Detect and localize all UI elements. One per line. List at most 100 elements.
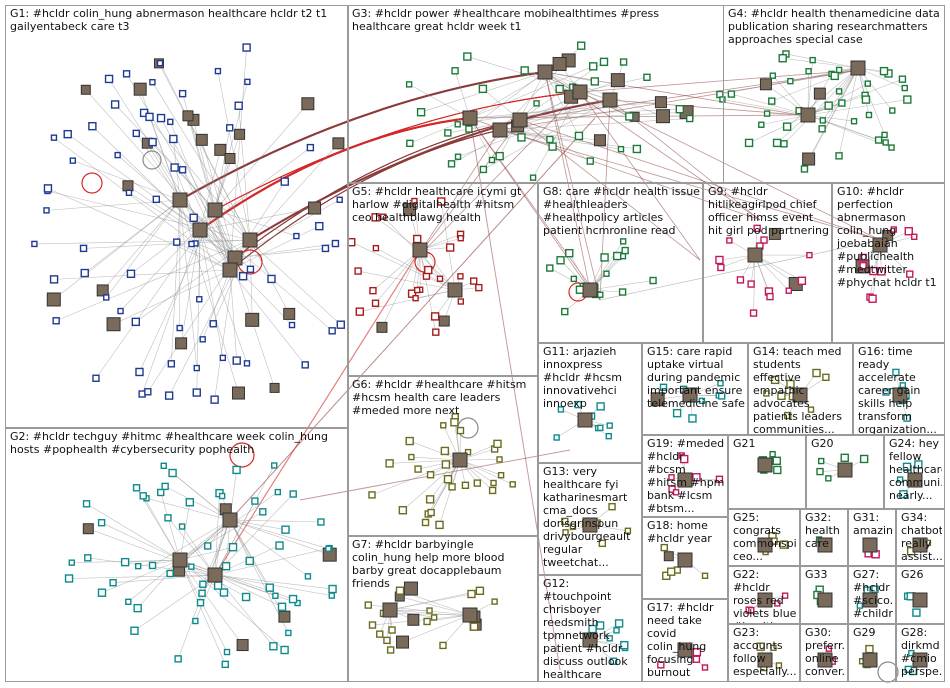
edge <box>599 99 611 301</box>
node <box>448 483 456 491</box>
edge <box>127 185 236 259</box>
hub-node <box>862 537 878 553</box>
node <box>659 383 668 392</box>
hub-node <box>677 552 693 568</box>
group-g5: G5: #hcldr healthcare icymi gt harlow #d… <box>347 183 538 376</box>
node <box>608 502 616 511</box>
group-g1: G1: #hcldr colin_hung abnermason healthc… <box>5 5 349 428</box>
node <box>576 41 586 50</box>
node <box>407 289 417 298</box>
node <box>824 101 833 110</box>
edge <box>142 495 181 561</box>
edge <box>807 83 868 116</box>
node <box>574 400 582 409</box>
edge <box>439 459 461 525</box>
node <box>368 621 377 629</box>
node <box>336 320 345 329</box>
edge <box>54 269 231 280</box>
group-g31-label: G31: amazing <box>853 511 893 537</box>
avatar-node <box>663 551 674 562</box>
node <box>178 166 187 174</box>
hub-node <box>892 387 908 403</box>
avatar-node <box>245 312 260 327</box>
node <box>561 307 569 316</box>
edge <box>128 192 236 259</box>
edge <box>857 67 870 116</box>
node <box>281 525 290 534</box>
group-g19-label: G19: #meded #hcldr #bcsm #hitsm #hpm ban… <box>647 437 725 515</box>
node <box>110 100 120 109</box>
node <box>432 328 440 336</box>
node <box>619 58 628 66</box>
node <box>613 627 620 634</box>
node <box>430 614 438 621</box>
group-g14-label: G14: teach med students effective empath… <box>753 345 842 435</box>
node <box>625 112 634 121</box>
edge <box>249 99 611 241</box>
group-g28-label: G28: dirkmd #cmio perspe... <box>901 626 942 678</box>
node <box>596 402 605 411</box>
node <box>289 490 297 498</box>
node <box>914 460 923 469</box>
self-loop <box>877 661 899 683</box>
edge <box>86 503 181 561</box>
node <box>770 644 777 651</box>
node <box>176 324 183 332</box>
node <box>241 592 251 602</box>
node <box>457 298 465 305</box>
node <box>421 518 430 527</box>
edge <box>229 519 286 530</box>
node <box>411 197 418 205</box>
edge <box>790 67 859 82</box>
node <box>443 475 453 484</box>
group-g10: G10: #hcldr perfection abnermason colin_… <box>832 183 945 343</box>
node <box>88 121 97 131</box>
edge <box>785 53 859 69</box>
edge <box>114 104 216 211</box>
node <box>475 586 485 596</box>
node <box>405 81 413 88</box>
node <box>555 84 564 94</box>
edge <box>214 209 341 325</box>
node <box>763 110 771 117</box>
node <box>144 388 152 396</box>
node <box>840 453 849 463</box>
hub-node <box>172 552 188 568</box>
group-g26-label: G26 <box>901 568 924 581</box>
avatar-node <box>332 137 345 150</box>
avatar-node <box>106 317 121 332</box>
edge <box>171 199 181 364</box>
node <box>812 368 821 378</box>
avatar-node <box>407 613 420 626</box>
node <box>465 125 473 133</box>
avatar-node <box>593 134 606 147</box>
hub-node <box>792 387 808 403</box>
node <box>467 589 476 599</box>
edge <box>212 239 251 324</box>
node <box>882 139 889 146</box>
edge <box>414 91 581 261</box>
node <box>850 118 858 125</box>
edge <box>358 270 456 291</box>
group-g11-label: G11: arjazieh innoxpress #hcldr #hcsm in… <box>543 345 622 410</box>
node <box>892 368 900 377</box>
edge <box>179 559 285 651</box>
node <box>911 233 918 240</box>
hub-node <box>462 110 478 126</box>
node <box>185 498 195 507</box>
node <box>272 592 279 599</box>
node <box>806 251 813 259</box>
avatar-node <box>283 307 296 320</box>
edge <box>783 67 859 145</box>
node <box>509 481 516 488</box>
edge <box>389 590 480 611</box>
node <box>553 434 560 441</box>
node <box>719 96 726 103</box>
node <box>244 78 251 86</box>
edge <box>229 519 330 555</box>
edge <box>199 149 221 231</box>
avatar-node <box>182 110 194 122</box>
avatar-node <box>234 128 246 140</box>
node <box>903 95 912 104</box>
node <box>408 453 415 461</box>
